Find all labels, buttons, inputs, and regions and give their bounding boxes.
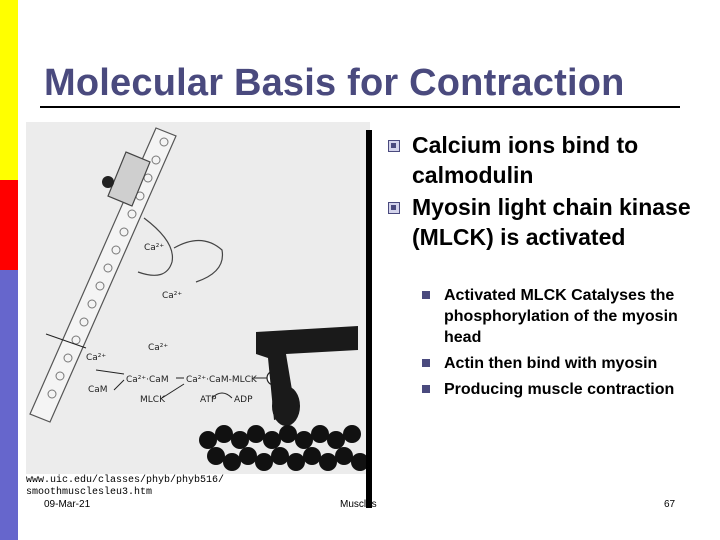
main-bullet-list: Calcium ions bind to calmodulin Myosin l… [386, 130, 706, 254]
myosin-filament [256, 326, 358, 426]
bullet-item: Calcium ions bind to calmodulin [386, 130, 706, 190]
sub-bullet-list: Activated MLCK Catalyses the phosphoryla… [420, 285, 710, 405]
title-underline [40, 106, 680, 108]
calcium-label-4: Ca²⁺ [148, 343, 168, 353]
actin-filament [199, 425, 369, 471]
footer-center-text: Muscles [340, 499, 377, 510]
calcium-calmodulin-label: Ca²⁺·CaM [126, 375, 169, 385]
side-color-bar [0, 0, 18, 540]
page-number: 67 [664, 499, 676, 510]
sub-bullet-text: Activated MLCK Catalyses the phosphoryla… [444, 287, 678, 346]
calcium-label-3: Ca²⁺ [86, 353, 106, 363]
side-bar-blue-segment [0, 270, 18, 540]
side-bar-red-segment [0, 180, 18, 270]
side-bar-yellow-segment [0, 0, 18, 180]
footer-source-line1: www.uic.edu/classes/phyb/phyb516/ [26, 475, 225, 486]
calcium-calmodulin-mlck-label: Ca²⁺·CaM-MLCK [186, 375, 258, 385]
footer-date: 09-Mar-21 [44, 499, 91, 510]
sub-bullet-item: Activated MLCK Catalyses the phosphoryla… [420, 285, 710, 348]
slide-title: Molecular Basis for Contraction [44, 62, 625, 104]
sub-bullet-text: Producing muscle contraction [444, 381, 675, 398]
calmodulin-label: CaM [88, 385, 108, 395]
mlck-label: MLCK [140, 395, 166, 405]
footer-source-url: www.uic.edu/classes/phyb/phyb516/ smooth… [26, 475, 224, 499]
calcium-label-1: Ca²⁺ [144, 243, 164, 253]
bullet-item: Myosin light chain kinase (MLCK) is acti… [386, 192, 706, 252]
reaction-arrows [45, 333, 268, 399]
square-bullet-icon [388, 140, 400, 152]
small-square-bullet-icon [422, 385, 430, 393]
smooth-muscle-diagram: Ca²⁺ Ca²⁺ Ca²⁺ Ca²⁺ CaM Ca²⁺·CaM Ca²⁺·Ca… [26, 122, 370, 474]
footer-source-line2: smoothmusclesleu3.htm [26, 487, 153, 498]
square-bullet-icon [388, 202, 400, 214]
adp-label: ADP [234, 395, 253, 405]
figure-divider [366, 130, 372, 508]
sub-bullet-item: Actin then bind with myosin [420, 353, 710, 374]
calcium-label-2: Ca²⁺ [162, 291, 182, 301]
cell-membrane [29, 127, 177, 423]
sub-bullet-text: Actin then bind with myosin [444, 355, 658, 372]
atp-label: ATP [200, 395, 217, 405]
bullet-text: Myosin light chain kinase (MLCK) is acti… [412, 194, 691, 250]
bullet-text: Calcium ions bind to calmodulin [412, 132, 639, 188]
small-square-bullet-icon [422, 291, 430, 299]
sarcoplasmic-reticulum [137, 217, 224, 283]
sub-bullet-item: Producing muscle contraction [420, 379, 710, 400]
small-square-bullet-icon [422, 359, 430, 367]
